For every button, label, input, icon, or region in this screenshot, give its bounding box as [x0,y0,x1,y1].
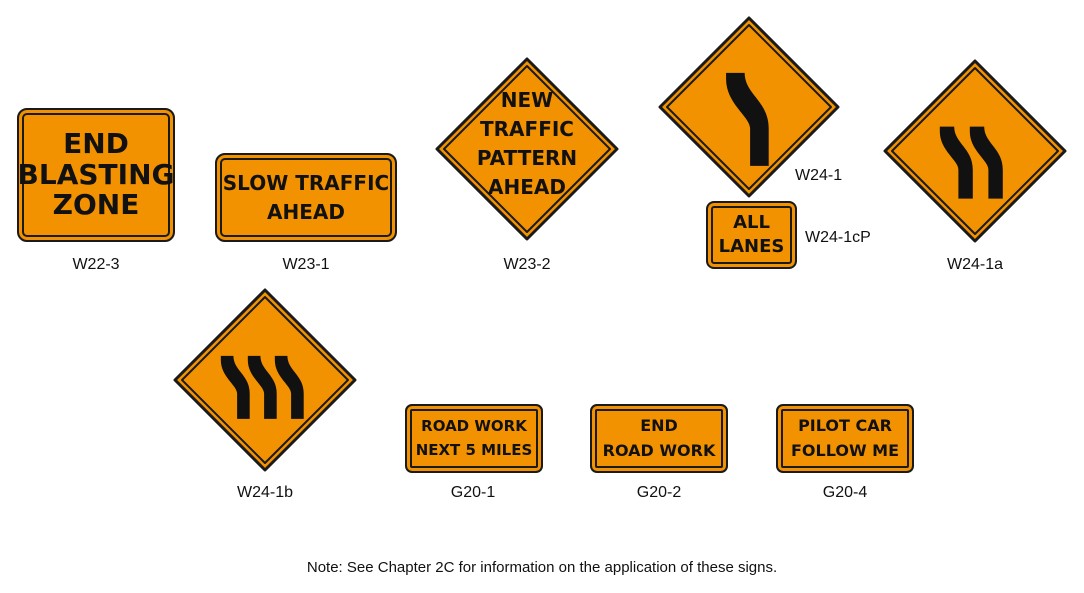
sign-g20-1-line-1: ROAD WORK [421,417,527,436]
sign-g20-4: PILOT CAR FOLLOW ME [776,404,914,473]
label-w24-1cp: W24-1cP [805,229,871,246]
label-w24-1: W24-1 [795,167,843,184]
label-g20-4: G20-4 [822,484,868,501]
sign-g20-2: END ROAD WORK [590,404,728,473]
sign-w23-2-line-1: NEW [501,88,553,112]
sign-w23-2: NEW TRAFFIC PATTERN AHEAD [435,57,619,241]
sign-w22-3-line-2: BLASTING [17,157,175,191]
label-w24-1b: W24-1b [236,484,294,501]
sign-g20-1: ROAD WORK NEXT 5 MILES [405,404,543,473]
label-w23-1: W23-1 [282,256,330,273]
label-w23-2: W23-2 [503,256,551,273]
sign-g20-1-line-2: NEXT 5 MILES [415,440,533,459]
footnote: Note: See Chapter 2C for information on … [306,559,778,576]
sign-g20-2-line-2: ROAD WORK [602,440,716,460]
sign-w24-1cp-line-1: ALL [733,211,770,233]
sign-w24-1a [883,59,1067,243]
label-g20-2: G20-2 [636,484,682,501]
sign-g20-2-line-1: END [640,415,678,435]
label-w24-1a: W24-1a [946,256,1004,273]
sign-w24-1 [658,16,840,198]
sign-w23-2-line-3: PATTERN [477,146,577,170]
sign-g20-4-line-1: PILOT CAR [798,415,892,435]
sign-w22-3-line-1: END [63,126,129,160]
sign-w23-1-line-2: AHEAD [267,199,345,224]
sign-w24-1cp-line-2: LANES [718,236,785,257]
sign-w23-2-line-2: TRAFFIC [480,117,574,141]
sign-w23-2-line-4: AHEAD [488,175,566,199]
sign-w22-3: END BLASTING ZONE [17,108,175,242]
sign-w23-1-line-1: SLOW TRAFFIC [222,170,390,195]
label-g20-1: G20-1 [450,484,496,501]
sign-w23-1: SLOW TRAFFIC AHEAD [215,153,397,242]
sign-g20-4-line-2: FOLLOW ME [790,440,900,460]
sign-w22-3-line-3: ZONE [52,188,140,222]
label-w22-3: W22-3 [72,256,120,273]
sign-w24-1cp: ALL LANES [706,201,797,269]
sign-w24-1b [173,288,357,472]
